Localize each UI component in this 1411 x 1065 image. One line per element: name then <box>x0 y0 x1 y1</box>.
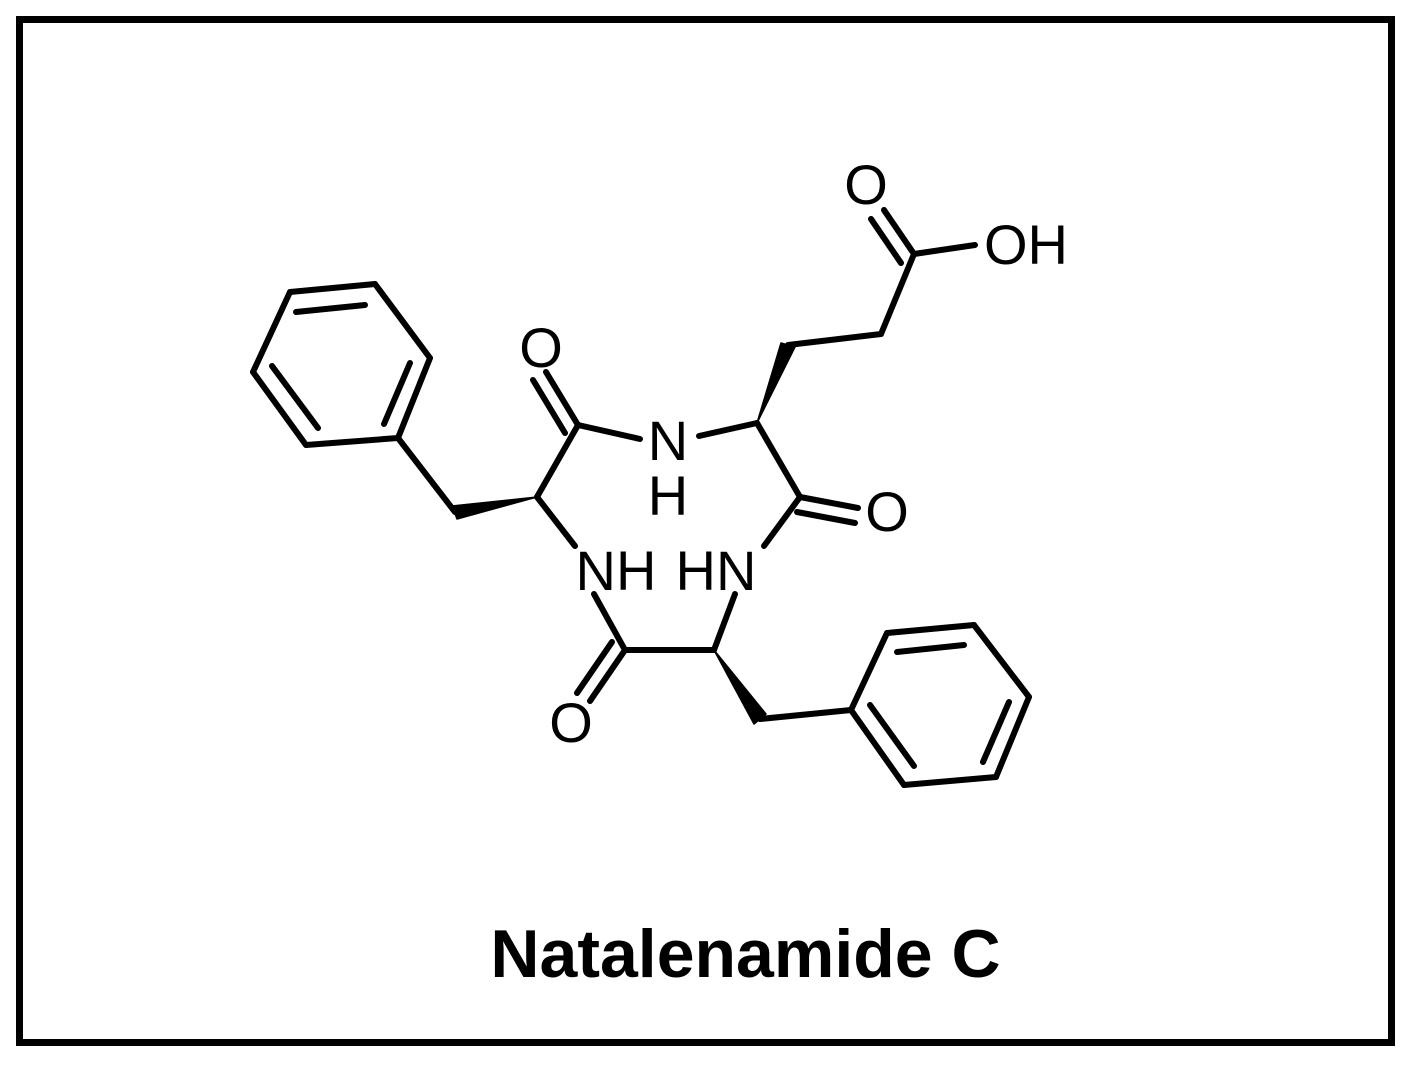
right-amide-nitrogen-label: HN <box>676 539 757 602</box>
upper-left-oxygen-label: O <box>519 316 563 379</box>
lower-carbonyl-double-bond-a <box>587 647 628 704</box>
carbonyl-double-bond-b <box>530 377 568 436</box>
right-alpha-carbonyl-bond <box>754 420 803 500</box>
upper-left-alpha-carbonyl-bond <box>534 422 581 500</box>
compound-name: Natalenamide C <box>490 916 1001 992</box>
lower-benzyl-bond <box>757 707 854 722</box>
lower-carbonyl-oxygen-label: O <box>549 691 593 754</box>
right-upper-wedge-bond <box>756 342 796 424</box>
amide-bond-to-nh-top <box>575 422 643 442</box>
nh-to-lower-carbonyl-bond <box>591 591 628 653</box>
left-amide-nitrogen-label: NH <box>576 539 657 602</box>
right-phenyl-ring <box>848 622 1032 788</box>
side-chain-bond-2 <box>878 251 917 337</box>
right-carbonyl-to-hn-bond <box>761 494 803 549</box>
lower-carbonyl-double-bond-b <box>574 639 615 696</box>
right-carbonyl-double-bond-b <box>794 509 858 526</box>
acid-carbonyl-oxygen-label: O <box>844 153 888 216</box>
acid-carbonyl-double-bond-b <box>868 216 904 266</box>
left-benzyl-bond <box>395 435 458 515</box>
carbonyl-double-bond-a <box>543 369 581 428</box>
acid-c-oh-bond <box>911 242 978 257</box>
figure-frame <box>16 16 1395 1046</box>
right-carbonyl-double-bond-a <box>797 494 861 511</box>
nh-top-to-alpha-bond <box>696 420 760 439</box>
lower-alpha-to-hn-bond <box>711 591 738 653</box>
left-wedge-bond <box>451 496 538 520</box>
left-phenyl-ring <box>250 281 433 448</box>
left-alpha-to-nh-bond <box>534 494 578 549</box>
lower-wedge-bond <box>713 649 767 725</box>
side-chain-bond-1 <box>785 331 884 348</box>
acid-carbonyl-double-bond-a <box>881 207 917 257</box>
top-nitrogen-label: N <box>648 409 688 472</box>
top-nitrogen-hydrogen-label: H <box>648 464 688 527</box>
right-carbonyl-oxygen-label: O <box>865 480 909 543</box>
hydroxyl-label: OH <box>984 213 1068 276</box>
